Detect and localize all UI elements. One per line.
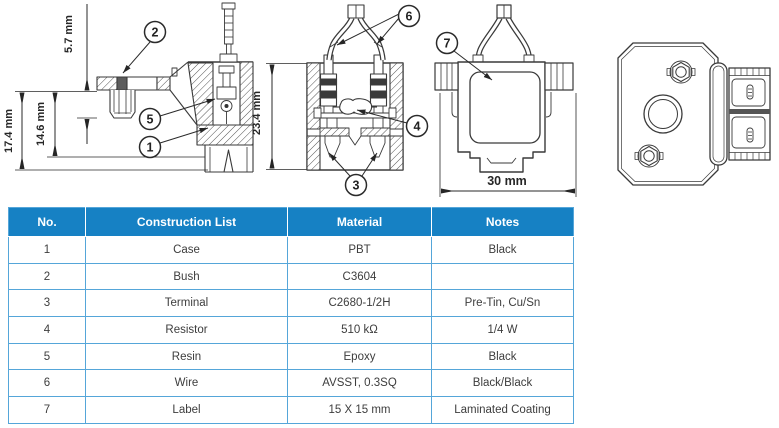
- callout-5: [138, 107, 162, 131]
- table-cell: Case: [85, 236, 288, 264]
- callout-4-num: 4: [414, 120, 421, 134]
- table-header-row: No. Construction List Material Notes: [8, 207, 574, 237]
- flange-hatch-left: [96, 76, 118, 91]
- callout-4: [405, 114, 429, 138]
- callout-3: [344, 173, 368, 197]
- table-cell: 5: [8, 342, 86, 371]
- flange-hatch-right: [156, 76, 171, 91]
- callout-6-num: 6: [406, 10, 413, 24]
- callout-6: [397, 4, 421, 28]
- octagon-plate: [617, 42, 719, 186]
- table-cell: 7: [8, 396, 86, 424]
- resistor-body: [339, 98, 373, 115]
- table-cell: Resin: [85, 342, 288, 371]
- table-cell: Laminated Coating: [431, 396, 574, 424]
- table-cell: 2: [8, 262, 86, 291]
- center-ring-outer: [643, 94, 683, 134]
- block-divider: [729, 109, 770, 114]
- back-view: [617, 42, 771, 186]
- table-cell: 1: [8, 236, 86, 264]
- case-left-wall: [187, 62, 214, 126]
- callout-7-num: 7: [444, 37, 451, 51]
- table-cell: 510 kΩ: [287, 316, 432, 344]
- table-cell: Label: [85, 396, 288, 424]
- table-cell: C3604: [287, 262, 432, 291]
- flange-hole: [126, 76, 158, 91]
- dimension-label-17-4: 17.4 mm: [3, 109, 15, 153]
- callout-1: [138, 135, 162, 159]
- callout-1-num: 1: [147, 141, 154, 155]
- header-no: No.: [8, 207, 86, 237]
- front-section-view: [306, 4, 404, 171]
- callout-3-num: 3: [353, 179, 360, 193]
- header-construction-list: Construction List: [85, 207, 288, 237]
- table-cell: Black: [431, 236, 574, 264]
- table-cell: Wire: [85, 369, 288, 398]
- hex-nut-bottom: [640, 145, 658, 167]
- dimension-label-5-7: 5.7 mm: [63, 15, 75, 53]
- construction-diagram: 5.7 mm 17.4 mm 14.6 mm 2 5 1 23.4 mm: [3, 2, 771, 197]
- table-cell: 6: [8, 369, 86, 398]
- side-view-dimensions: [15, 4, 208, 171]
- side-profile-view: [434, 4, 574, 173]
- center-ring-inner: [648, 99, 678, 129]
- table-cell: 1/4 W: [431, 316, 574, 344]
- header-notes: Notes: [431, 207, 574, 237]
- table-cell: 4: [8, 316, 86, 344]
- housing-wall-left: [306, 62, 321, 130]
- side-view-callouts: [122, 20, 216, 159]
- label-area: [469, 71, 541, 144]
- hex-nut-top: [672, 61, 690, 83]
- bush-section-block: [116, 76, 128, 91]
- table-cell: PBT: [287, 236, 432, 264]
- dimension-label-30: 30 mm: [487, 174, 527, 188]
- table-cell: 15 X 15 mm: [287, 396, 432, 424]
- dimension-label-23-4: 23.4 mm: [251, 91, 263, 135]
- table-cell: Resistor: [85, 316, 288, 344]
- bush-body: [109, 90, 136, 119]
- case-bottom-block: [196, 124, 254, 146]
- callout-2: [143, 20, 167, 44]
- table-cell: Epoxy: [287, 342, 432, 371]
- dimension-label-14-6: 14.6 mm: [35, 102, 47, 146]
- front-view-callouts: [328, 4, 429, 197]
- table-cell: Bush: [85, 262, 288, 291]
- table-cell: Pre-Tin, Cu/Sn: [431, 289, 574, 318]
- dim-23-4: [266, 63, 310, 170]
- table-cell: Black: [431, 342, 574, 371]
- table-cell: [431, 262, 574, 291]
- callout-5-num: 5: [147, 113, 154, 127]
- table-cell: 3: [8, 289, 86, 318]
- table-cell: Black/Black: [431, 369, 574, 398]
- header-material: Material: [287, 207, 432, 237]
- table-cell: AVSST, 0.3SQ: [287, 369, 432, 398]
- callout-7: [435, 31, 459, 55]
- table-cell: Terminal: [85, 289, 288, 318]
- callout-2-num: 2: [152, 26, 159, 40]
- side-section-view: [96, 2, 254, 173]
- profile-view-callouts: [435, 31, 493, 81]
- dim-30: [439, 93, 577, 197]
- side-bar: [709, 62, 728, 166]
- table-cell: C2680-1/2H: [287, 289, 432, 318]
